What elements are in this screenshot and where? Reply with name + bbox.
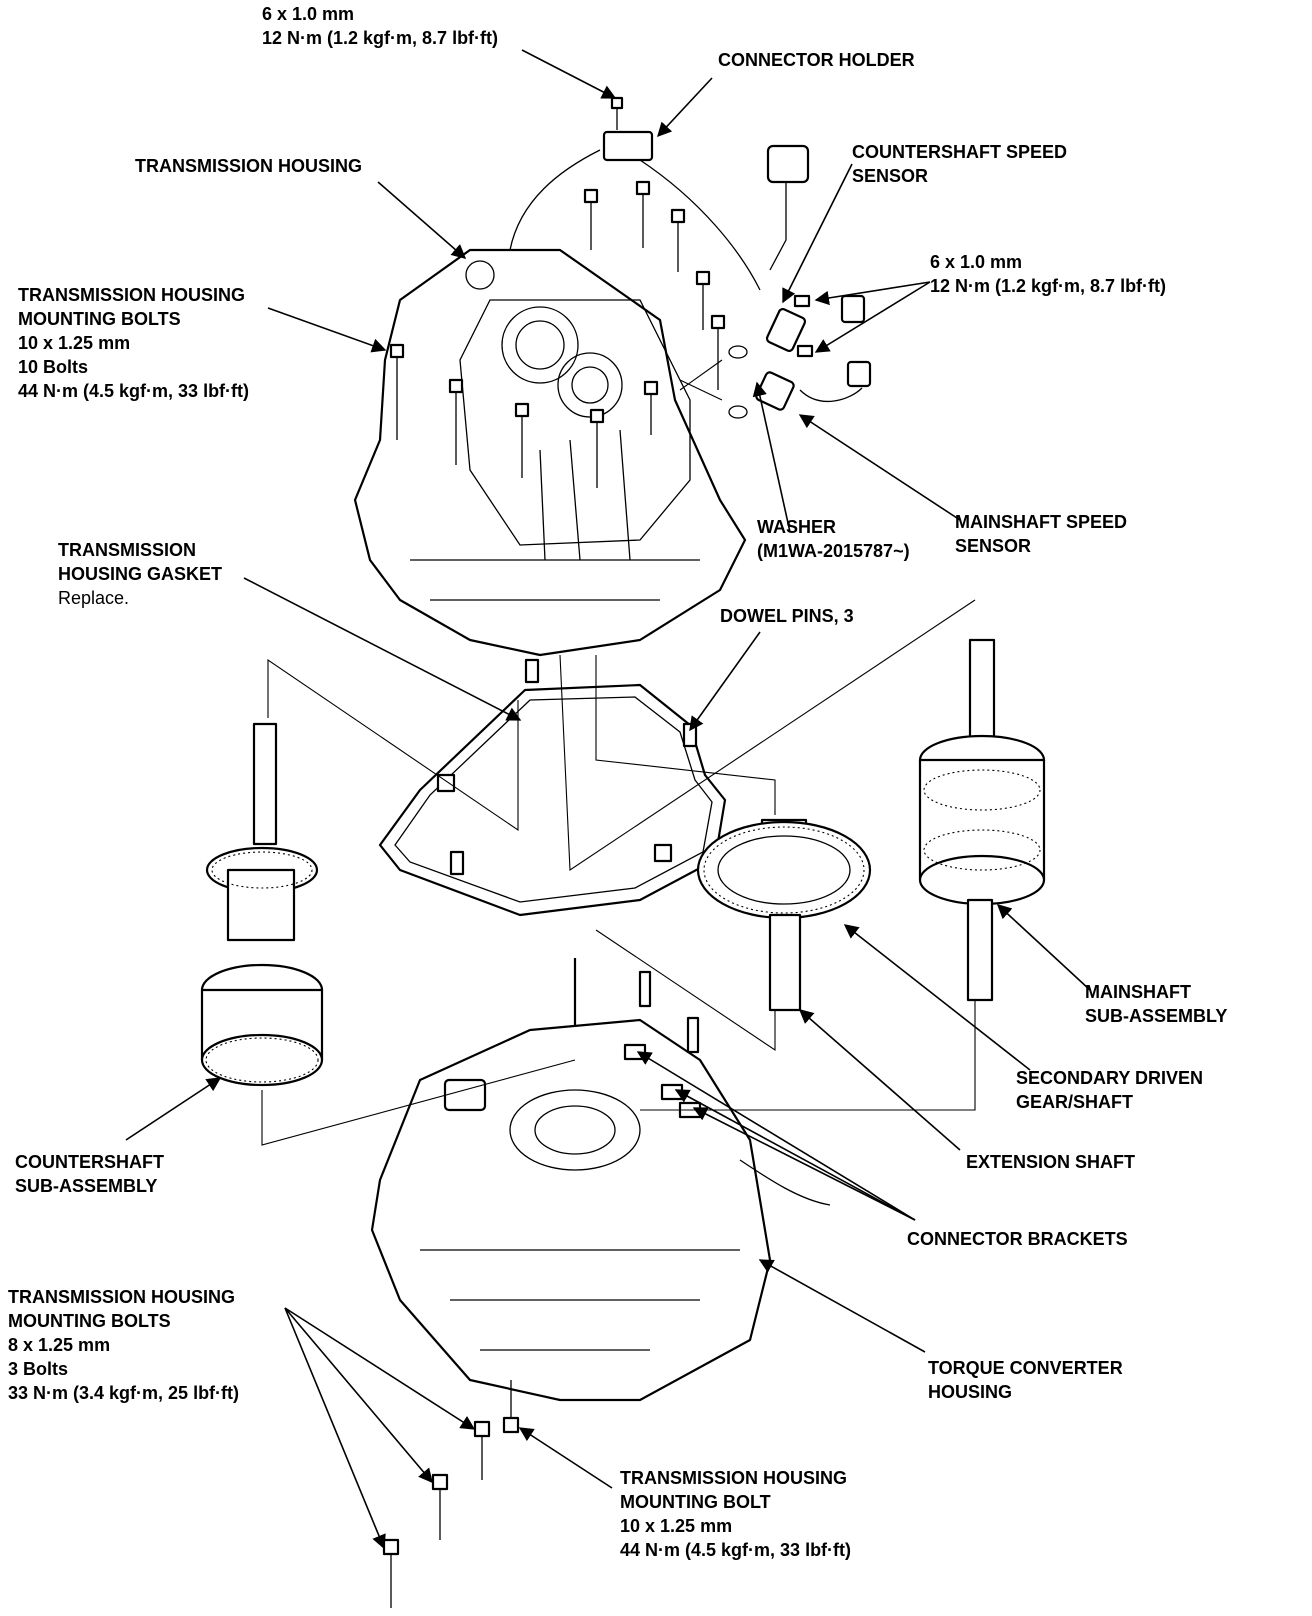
connector-holder-label: CONNECTOR HOLDER bbox=[718, 50, 915, 70]
mainshaft-subassembly-label: MAINSHAFT SUB-ASSEMBLY bbox=[1085, 980, 1227, 1028]
connector-holder bbox=[509, 130, 761, 291]
lower-bolts-size: 8 x 1.25 mm bbox=[8, 1335, 111, 1355]
top-bolt-torque: 12 N·m (1.2 kgf·m, 8.7 lbf·ft) bbox=[262, 28, 499, 48]
housing-gasket-note: Replace. bbox=[58, 588, 130, 608]
upper-bolts-torque: 44 N·m (4.5 kgf·m, 33 lbf·ft) bbox=[18, 381, 250, 401]
lower-bolts-torque: 33 N·m (3.4 kgf·m, 25 lbf·ft) bbox=[8, 1383, 240, 1403]
top-bolt-spec: 6 x 1.0 mm 12 N·m (1.2 kgf·m, 8.7 lbf·ft… bbox=[262, 2, 498, 50]
lower-bolts-line2: MOUNTING BOLTS bbox=[8, 1311, 171, 1331]
mainshaft-speed-sensor bbox=[728, 344, 872, 419]
washer-line1: WASHER bbox=[757, 517, 837, 537]
housing-gasket bbox=[378, 683, 727, 917]
housing-gasket-line1: TRANSMISSION bbox=[58, 540, 197, 560]
lower-bolts-line1: TRANSMISSION HOUSING bbox=[8, 1287, 236, 1307]
washer-line2: (M1WA-2015787~) bbox=[757, 541, 910, 561]
dowel-pins-label: DOWEL PINS, 3 bbox=[720, 606, 854, 626]
housing-gasket-line2: HOUSING GASKET bbox=[58, 564, 223, 584]
single-bolt-torque: 44 N·m (4.5 kgf·m, 33 lbf·ft) bbox=[620, 1540, 852, 1560]
lower-mounting-bolts-label: TRANSMISSION HOUSING MOUNTING BOLTS 8 x … bbox=[8, 1285, 239, 1405]
sensor-bolt-torque: 12 N·m (1.2 kgf·m, 8.7 lbf·ft) bbox=[930, 276, 1167, 296]
countershaft-speed-sensor-label: COUNTERSHAFT SPEED SENSOR bbox=[852, 140, 1067, 188]
mainshaft-speed-sensor-label: MAINSHAFT SPEED SENSOR bbox=[955, 510, 1127, 558]
upper-bolts-line2: MOUNTING BOLTS bbox=[18, 309, 181, 329]
washer-label: WASHER (M1WA-2015787~) bbox=[757, 515, 910, 563]
upper-mounting-bolts-label: TRANSMISSION HOUSING MOUNTING BOLTS 10 x… bbox=[18, 283, 249, 403]
lower-bolts-count: 3 Bolts bbox=[8, 1359, 69, 1379]
countershaft-subassembly bbox=[200, 722, 324, 1087]
upper-mounting-bolts bbox=[389, 96, 726, 488]
torque-converter-housing-line2: HOUSING bbox=[928, 1382, 1013, 1402]
secondary-driven-gear-label: SECONDARY DRIVEN GEAR/SHAFT bbox=[1016, 1066, 1203, 1114]
mainshaft-subassembly bbox=[918, 638, 1046, 1002]
mainshaft-subassembly-line1: MAINSHAFT bbox=[1085, 982, 1191, 1002]
sensor-bolt-size: 6 x 1.0 mm bbox=[930, 252, 1023, 272]
housing-gasket-label: TRANSMISSION HOUSING GASKET Replace. bbox=[58, 538, 222, 610]
torque-converter-housing-label: TORQUE CONVERTER HOUSING bbox=[928, 1356, 1123, 1404]
secondary-driven-gear-line1: SECONDARY DRIVEN bbox=[1016, 1068, 1204, 1088]
extension-shaft-label: EXTENSION SHAFT bbox=[966, 1152, 1136, 1172]
transmission-housing bbox=[353, 248, 747, 657]
leader-lines bbox=[125, 49, 1091, 1550]
single-bolt-line1: TRANSMISSION HOUSING bbox=[620, 1468, 848, 1488]
lower-mounting-bolts bbox=[382, 1380, 520, 1608]
countershaft-subassembly-label: COUNTERSHAFT SUB-ASSEMBLY bbox=[15, 1150, 164, 1198]
countershaft-subassembly-line1: COUNTERSHAFT bbox=[15, 1152, 164, 1172]
alignment-lines bbox=[261, 359, 976, 1146]
countershaft-speed-sensor bbox=[765, 144, 866, 353]
connector-brackets-label: CONNECTOR BRACKETS bbox=[907, 1229, 1128, 1249]
top-bolt-size: 6 x 1.0 mm bbox=[262, 4, 355, 24]
sensor-bolt-spec: 6 x 1.0 mm 12 N·m (1.2 kgf·m, 8.7 lbf·ft… bbox=[930, 250, 1166, 298]
upper-bolts-line1: TRANSMISSION HOUSING bbox=[18, 285, 246, 305]
mainshaft-speed-sensor-line2: SENSOR bbox=[955, 536, 1032, 556]
countershaft-speed-sensor-line1: COUNTERSHAFT SPEED bbox=[852, 142, 1068, 162]
mainshaft-subassembly-line2: SUB-ASSEMBLY bbox=[1085, 1006, 1228, 1026]
mainshaft-speed-sensor-line1: MAINSHAFT SPEED bbox=[955, 512, 1128, 532]
secondary-driven-gear bbox=[696, 818, 872, 1012]
single-bolt-line2: MOUNTING BOLT bbox=[620, 1492, 771, 1512]
torque-converter-housing-line1: TORQUE CONVERTER bbox=[928, 1358, 1123, 1378]
torque-converter-housing bbox=[370, 1018, 831, 1402]
upper-bolts-size: 10 x 1.25 mm bbox=[18, 333, 131, 353]
secondary-driven-gear-line2: GEAR/SHAFT bbox=[1016, 1092, 1133, 1112]
upper-bolts-count: 10 Bolts bbox=[18, 357, 89, 377]
transmission-housing-label: TRANSMISSION HOUSING bbox=[135, 156, 363, 176]
single-mounting-bolt-label: TRANSMISSION HOUSING MOUNTING BOLT 10 x … bbox=[620, 1466, 851, 1562]
countershaft-speed-sensor-line2: SENSOR bbox=[852, 166, 929, 186]
countershaft-subassembly-line2: SUB-ASSEMBLY bbox=[15, 1176, 158, 1196]
dowel-pins bbox=[449, 658, 698, 876]
single-bolt-size: 10 x 1.25 mm bbox=[620, 1516, 733, 1536]
